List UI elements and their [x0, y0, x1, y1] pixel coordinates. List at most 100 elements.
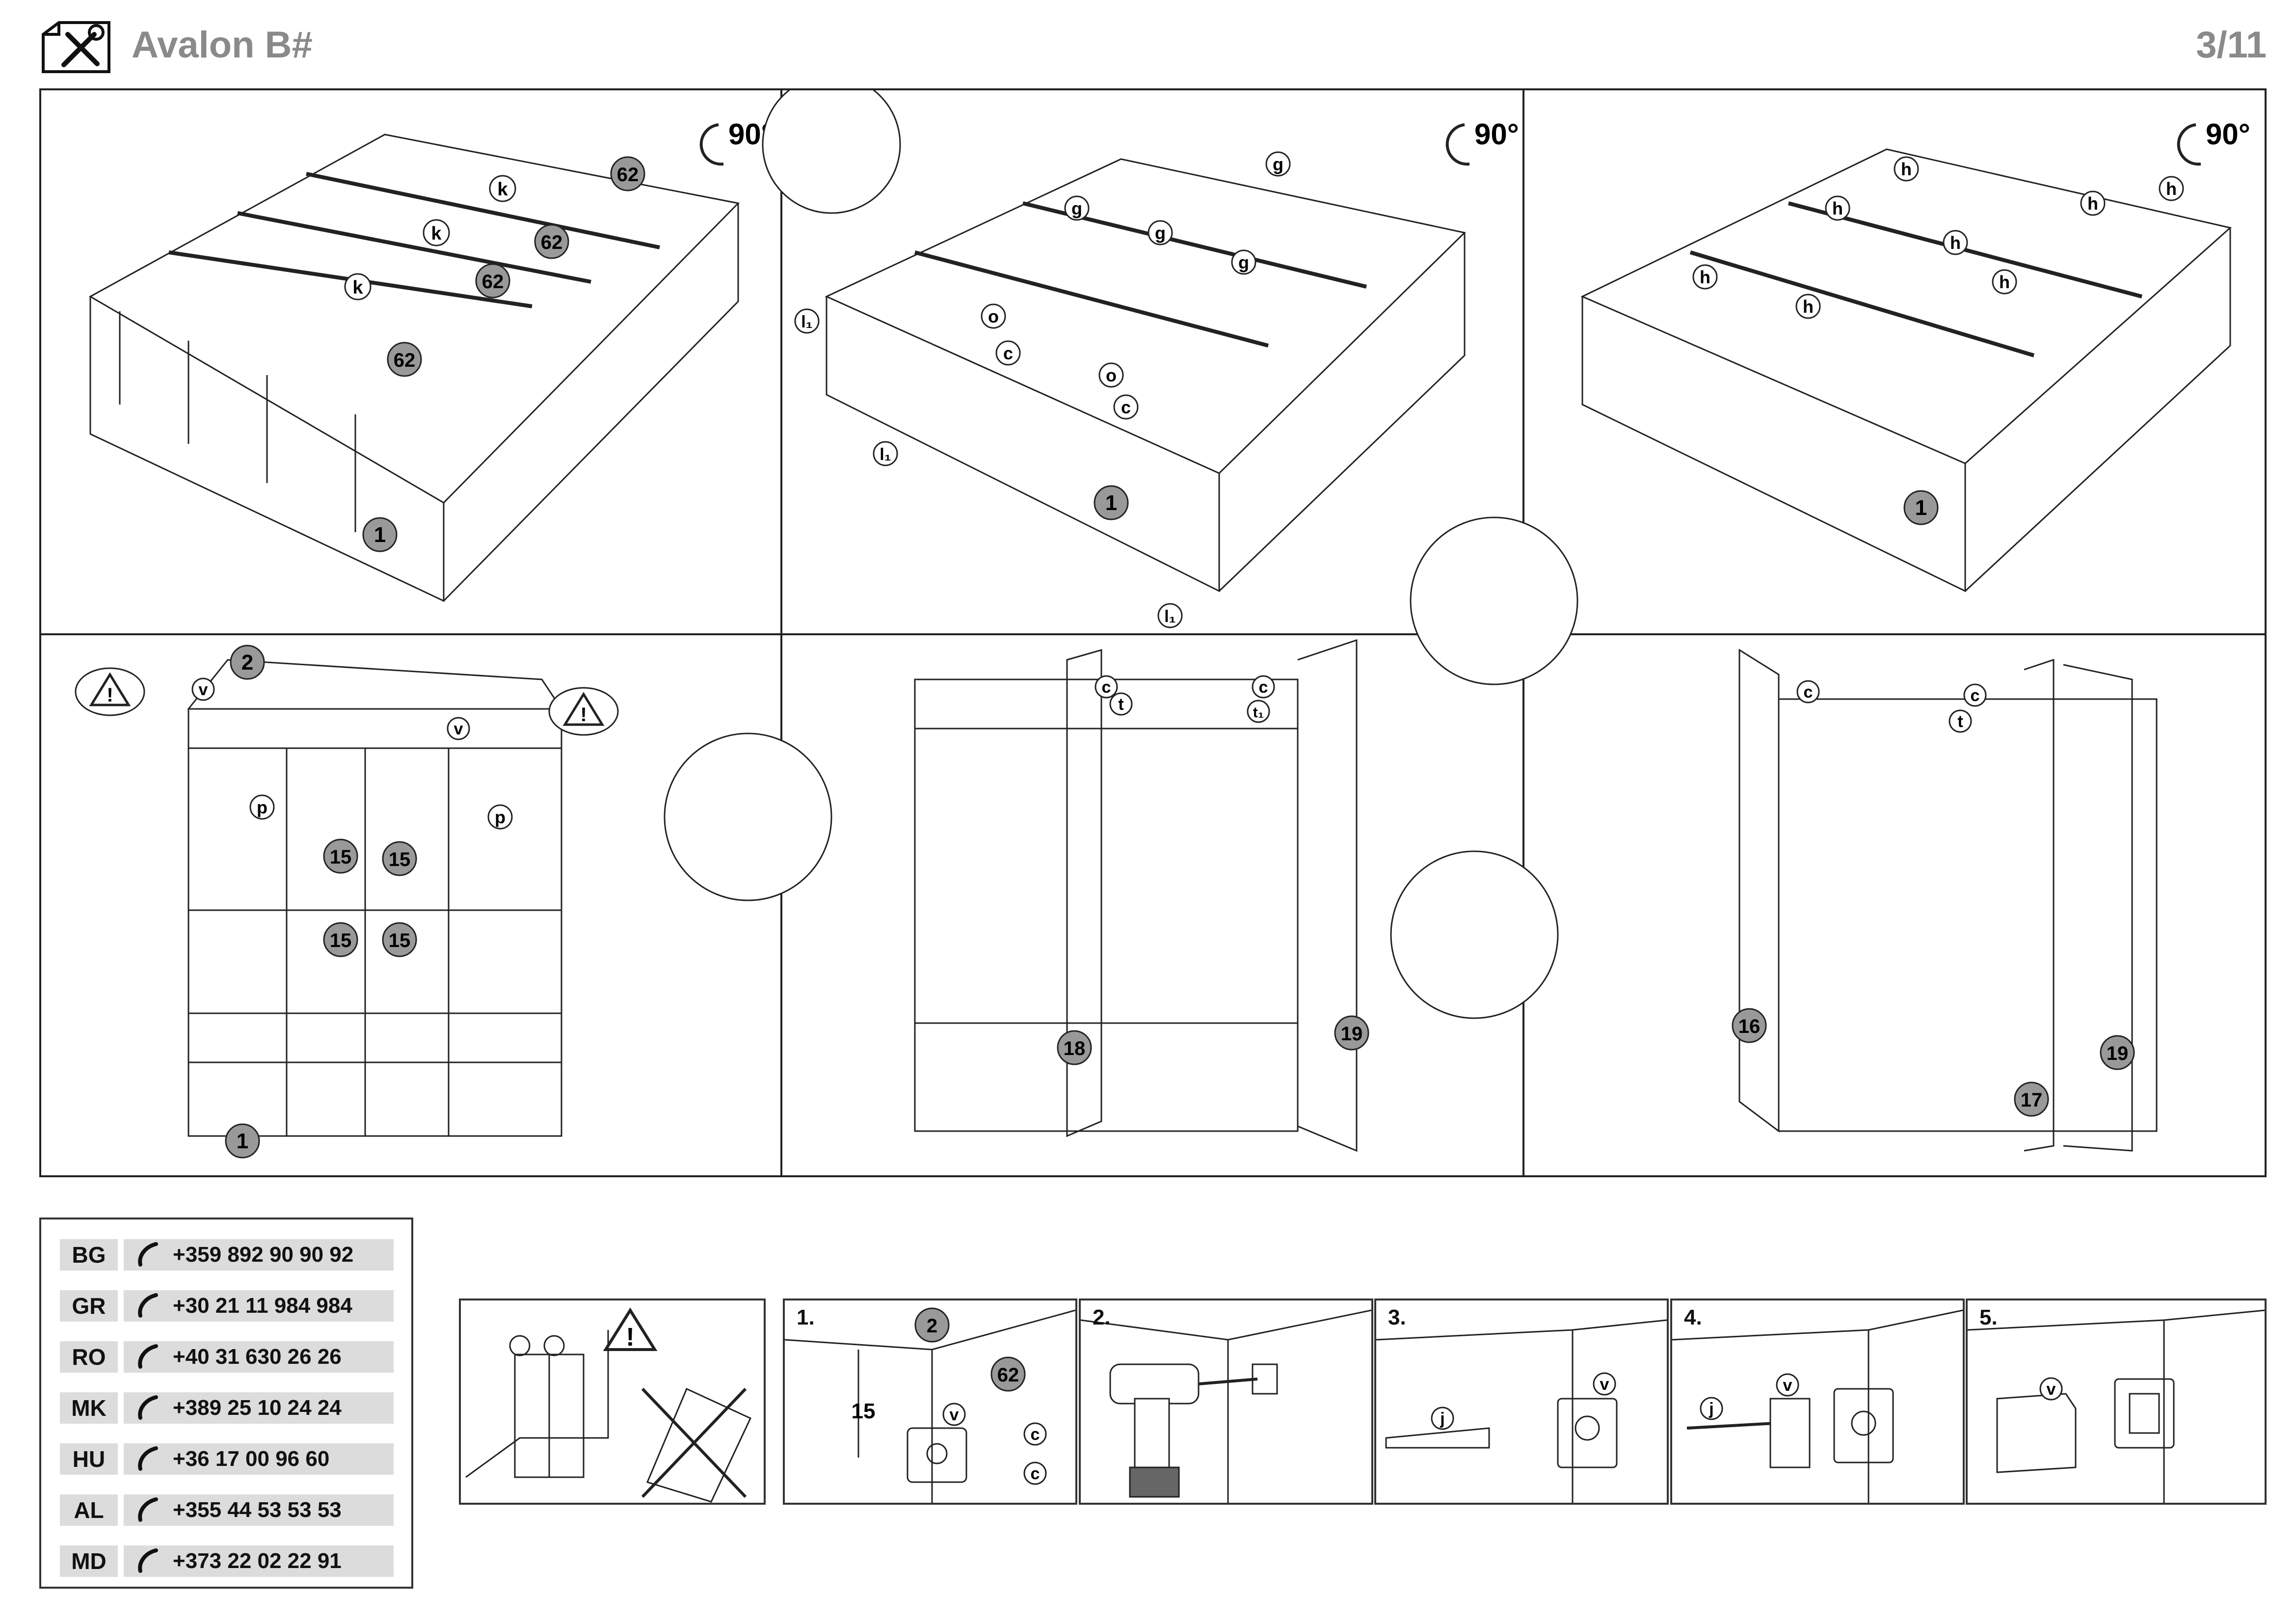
- svg-text:h: h: [1832, 198, 1843, 218]
- warning-triangle-icon: !: [548, 687, 619, 736]
- rotate-arrow-icon: 90°: [2177, 118, 2250, 166]
- svg-text:l₁: l₁: [880, 445, 891, 464]
- country-code: HU: [60, 1443, 118, 1475]
- panel-carcass-o-c: [762, 90, 1467, 593]
- panel-6-callouts: 16 17 19 c c t: [1732, 680, 2135, 1117]
- phone-number[interactable]: +355 44 53 53 53: [124, 1494, 394, 1526]
- svg-text:v: v: [1783, 1376, 1792, 1395]
- svg-text:g: g: [1071, 198, 1082, 218]
- svg-text:h: h: [1999, 272, 2010, 292]
- phone-icon: [138, 1497, 158, 1522]
- svg-text:o: o: [988, 306, 999, 326]
- svg-text:k: k: [352, 277, 363, 298]
- step-5-box: 5. v: [1966, 1299, 2267, 1505]
- tipping-illustration: !: [465, 1307, 752, 1503]
- dimension-label: 15: [852, 1399, 876, 1423]
- svg-text:j: j: [1709, 1400, 1713, 1418]
- step-3-box: 3. j v: [1374, 1299, 1669, 1505]
- part-62-label: 62: [394, 350, 416, 371]
- svg-text:1: 1: [1105, 491, 1117, 515]
- panel-5-callouts: 18 19 c t c t₁: [1057, 675, 1369, 1065]
- panel-4-callouts: 2 1 15 15 15 15 v v p p: [191, 645, 513, 1159]
- svg-text:l₁: l₁: [801, 313, 813, 331]
- svg-text:p: p: [495, 807, 506, 827]
- svg-text:o: o: [1106, 365, 1117, 385]
- contact-row: HU +36 17 00 96 60: [60, 1443, 394, 1475]
- svg-text:17: 17: [2021, 1089, 2043, 1111]
- svg-text:h: h: [2166, 179, 2177, 199]
- phone-icon: [138, 1446, 158, 1471]
- svg-text:h: h: [2087, 193, 2098, 214]
- contact-row: RO +40 31 630 26 26: [60, 1341, 394, 1373]
- svg-text:62: 62: [541, 232, 563, 253]
- panel-wardrobe-doors: [664, 639, 1358, 1152]
- panel-1-callouts: 1 62 62 62 62 k k k: [344, 156, 645, 552]
- svg-text:!: !: [107, 684, 113, 706]
- step-1-box: 1. 15 2 62 v c c: [783, 1299, 1077, 1505]
- svg-text:c: c: [1031, 1464, 1040, 1483]
- part-1-label: 1: [374, 523, 386, 547]
- contact-row: AL +355 44 53 53 53: [60, 1494, 394, 1526]
- svg-text:t: t: [1118, 695, 1123, 714]
- svg-text:62: 62: [997, 1364, 1019, 1386]
- panel-carcass-k: [88, 134, 740, 602]
- svg-text:62: 62: [617, 164, 639, 186]
- svg-text:!: !: [626, 1323, 634, 1352]
- step-1-label: 1.: [797, 1305, 815, 1329]
- country-code: GR: [60, 1290, 118, 1322]
- phone-number[interactable]: +389 25 10 24 24: [124, 1392, 394, 1424]
- svg-text:t₁: t₁: [1253, 704, 1264, 721]
- phone-icon: [138, 1395, 158, 1420]
- support-contacts: BG +359 892 90 90 92 GR +30 21 11 984 98…: [39, 1218, 413, 1589]
- panel-3-callouts: 1 h h h h h h h h: [1692, 156, 2184, 525]
- phone-icon: [138, 1344, 158, 1369]
- tools-icon: [39, 20, 113, 75]
- svg-text:15: 15: [330, 846, 352, 868]
- contact-row: MD +373 22 02 22 91: [60, 1545, 394, 1577]
- svg-text:18: 18: [1064, 1038, 1086, 1059]
- svg-text:t: t: [1957, 712, 1963, 731]
- svg-text:c: c: [1971, 686, 1980, 705]
- svg-text:j: j: [1440, 1409, 1444, 1428]
- phone-number[interactable]: +40 31 630 26 26: [124, 1341, 394, 1373]
- panel-carcass-h: [1580, 148, 2232, 593]
- warning-triangle-icon: !: [75, 667, 145, 716]
- svg-text:v: v: [199, 680, 208, 699]
- contact-row: GR +30 21 11 984 984: [60, 1290, 394, 1322]
- phone-number[interactable]: +36 17 00 96 60: [124, 1443, 394, 1475]
- phone-number[interactable]: +359 892 90 90 92: [124, 1239, 394, 1271]
- svg-text:k: k: [497, 179, 508, 200]
- step-4-illustration: j v: [1672, 1309, 1963, 1503]
- svg-text:h: h: [1901, 159, 1912, 179]
- svg-text:19: 19: [2107, 1043, 2129, 1064]
- svg-text:k: k: [431, 223, 442, 244]
- assembly-illustrations: 1 62 62 62 62 k k k 90°: [41, 90, 2265, 1175]
- svg-text:g: g: [1238, 252, 1249, 272]
- svg-text:90°: 90°: [2206, 118, 2250, 151]
- country-code: MD: [60, 1545, 118, 1577]
- phone-number[interactable]: +373 22 02 22 91: [124, 1545, 394, 1577]
- svg-text:c: c: [1804, 683, 1813, 702]
- svg-text:!: !: [580, 704, 587, 726]
- svg-text:v: v: [454, 720, 463, 738]
- svg-text:l₁: l₁: [1164, 607, 1176, 626]
- country-code: AL: [60, 1494, 118, 1526]
- tipping-warning-box: !: [459, 1299, 766, 1505]
- step-2-box: 2.: [1079, 1299, 1373, 1505]
- svg-text:90°: 90°: [1474, 118, 1519, 151]
- step-4-box: 4. j v: [1670, 1299, 1965, 1505]
- svg-text:16: 16: [1738, 1016, 1761, 1037]
- svg-text:v: v: [2047, 1380, 2056, 1399]
- svg-text:c: c: [1003, 343, 1013, 363]
- svg-text:c: c: [1031, 1425, 1040, 1444]
- svg-text:c: c: [1102, 678, 1111, 697]
- warning-triangle-icon: !: [603, 1307, 658, 1352]
- svg-text:c: c: [1121, 397, 1131, 417]
- svg-text:g: g: [1155, 223, 1166, 243]
- country-code: MK: [60, 1392, 118, 1424]
- phone-number[interactable]: +30 21 11 984 984: [124, 1290, 394, 1322]
- step-1-illustration: 15 2 62 v c c: [784, 1307, 1076, 1503]
- step-3-label: 3.: [1388, 1305, 1406, 1329]
- phone-icon: [138, 1293, 158, 1318]
- panel-2-callouts: 1 g g g g o c o c l₁ l₁ l₁: [794, 151, 1291, 628]
